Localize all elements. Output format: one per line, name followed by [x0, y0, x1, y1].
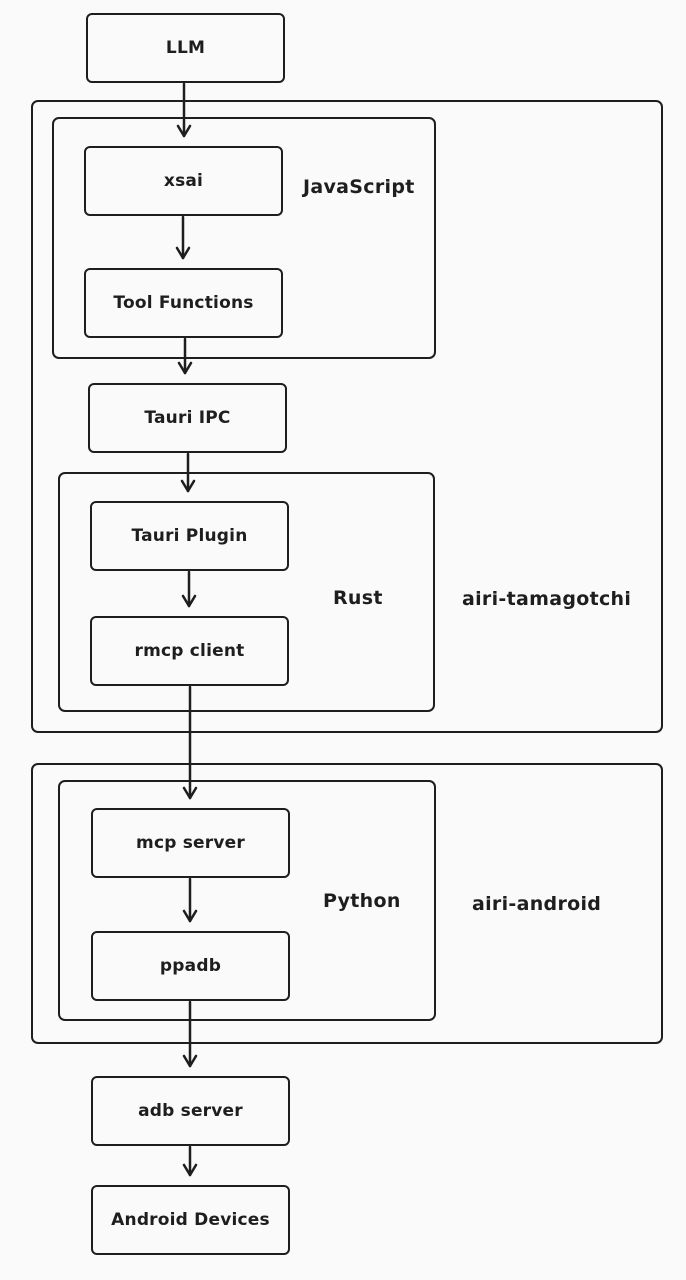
adb-server-node: adb server [91, 1076, 290, 1146]
rmcp-client-node: rmcp client [90, 616, 289, 686]
ppadb-node: ppadb [91, 931, 290, 1001]
arrow-adb-server-to-android-devices [182, 1145, 198, 1177]
llm-node: LLM [86, 13, 285, 83]
airi-android-group [31, 763, 663, 1044]
arrow-llm-to-xsai [176, 82, 192, 138]
rust-group [58, 472, 435, 712]
tauri-plugin-node: Tauri Plugin [90, 501, 289, 571]
tauri-ipc-node: Tauri IPC [88, 383, 287, 453]
tool-functions-node: Tool Functions [84, 268, 283, 338]
python-label: Python [323, 890, 401, 912]
arrow-rmcp-client-to-mcp-server [182, 685, 198, 800]
airi-tamagotchi-group [31, 100, 663, 733]
arrow-tool-functions-to-tauri-ipc [177, 337, 193, 375]
arrow-xsai-to-tool-functions [175, 215, 191, 260]
arrow-mcp-server-to-ppadb [182, 877, 198, 923]
rust-label: Rust [333, 587, 383, 609]
javascript-group [52, 117, 436, 359]
arrow-tauri-ipc-to-tauri-plugin [180, 452, 196, 493]
mcp-server-node: mcp server [91, 808, 290, 878]
android-devices-node: Android Devices [91, 1185, 290, 1255]
arrow-tauri-plugin-to-rmcp-client [181, 570, 197, 608]
javascript-label: JavaScript [303, 176, 415, 198]
airi-tamagotchi-label: airi-tamagotchi [462, 588, 632, 610]
python-group [58, 780, 436, 1021]
xsai-node: xsai [84, 146, 283, 216]
airi-android-label: airi-android [472, 893, 602, 915]
arrow-ppadb-to-adb-server [182, 1000, 198, 1068]
